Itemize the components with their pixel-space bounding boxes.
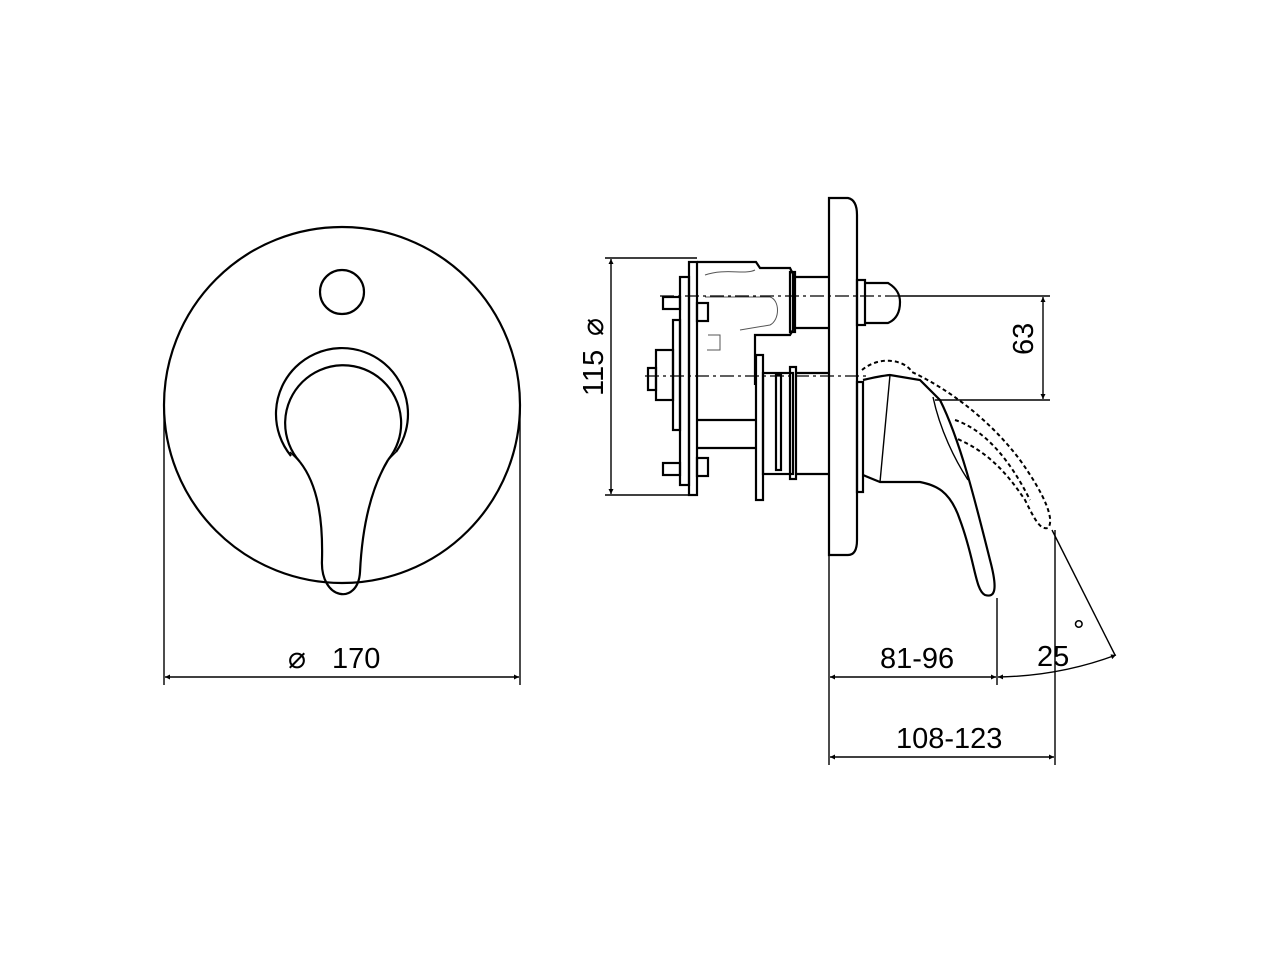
mixer-lever-side	[861, 359, 1052, 597]
dimension-label-115: 115	[578, 350, 610, 396]
cover-plate-outline	[162, 225, 522, 585]
diverter-knob	[318, 268, 366, 316]
mixer-lever-front	[274, 347, 410, 596]
front-view: ⌀ 170	[162, 225, 522, 685]
concealed-body	[646, 260, 902, 502]
dimension-label-170: 170	[332, 643, 380, 675]
angle-label-25: 25	[1037, 641, 1069, 673]
dimension-label-108-123: 108-123	[896, 723, 1002, 755]
lever-angle-line	[1051, 529, 1116, 656]
diameter-symbol-115: ⌀	[576, 318, 611, 336]
degree-symbol: °	[1073, 615, 1085, 647]
dimension-label-81-96: 81-96	[880, 643, 954, 675]
side-view: ⌀ 115 63 81-96 108-123 25 °	[576, 196, 1117, 765]
wall-plate	[827, 196, 859, 557]
diameter-symbol-170: ⌀	[288, 641, 306, 676]
dimension-label-63: 63	[1008, 323, 1040, 355]
angle-arc-25	[997, 654, 1117, 680]
